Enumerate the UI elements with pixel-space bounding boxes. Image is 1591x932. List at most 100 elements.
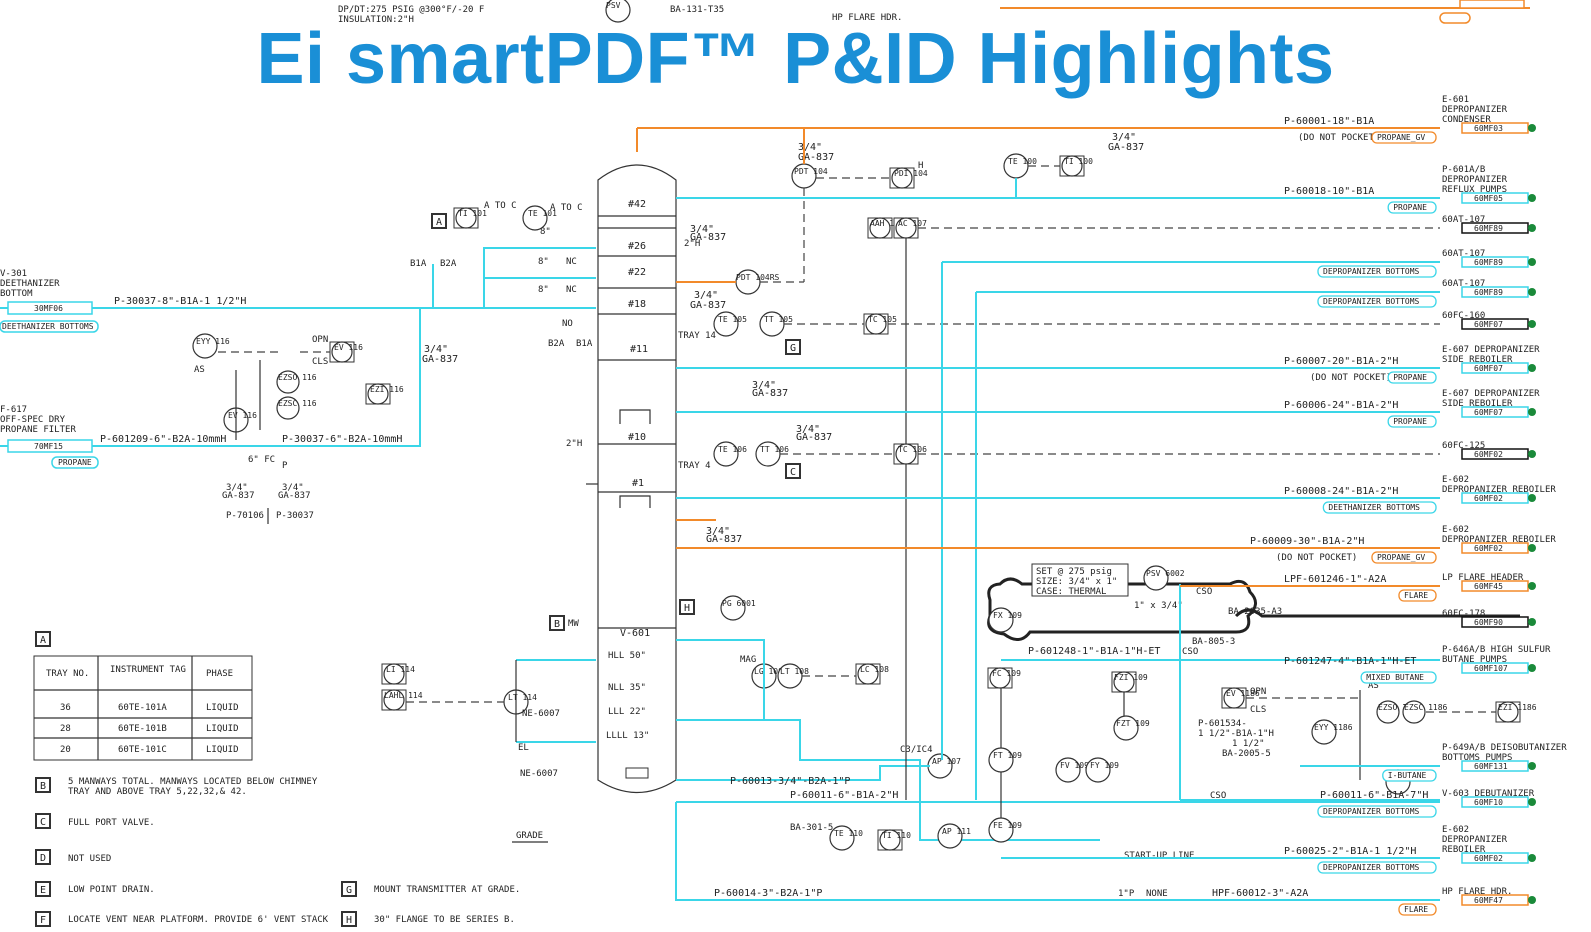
- feed-branch-26: [483, 247, 596, 308]
- ev1186-box-tag: EV 1186: [1226, 689, 1260, 698]
- pdt-34: 3/4": [798, 142, 822, 153]
- notes-flag-h: [341, 911, 357, 927]
- ti101-tag: TI 101: [458, 209, 487, 218]
- pdt104rs-tag: PDT 104RS: [736, 273, 780, 282]
- ne6007-label-2: NE-6007: [522, 709, 560, 719]
- dest-text-10-0: E-602: [1442, 525, 1469, 535]
- conn-text-3: 60MF89: [1474, 258, 1503, 267]
- conn-dot-5: [1528, 320, 1536, 328]
- note-g: MOUNT TRANSMITTER AT GRADE.: [374, 885, 520, 895]
- notes-flag-g: [341, 881, 357, 897]
- line-60013-label: P-60013-3/4"-B2A-1"P: [730, 776, 850, 787]
- f617-l1: F-617: [0, 405, 27, 415]
- flag-c-mid-text: C: [790, 467, 796, 478]
- ba2035-label: BA-2035-A3: [1228, 607, 1282, 617]
- notes-flag-f: [35, 911, 51, 927]
- tt-r1c0: 28: [60, 724, 71, 734]
- note-d: NOT USED: [68, 854, 111, 864]
- dest-text-2-0: 60AT-107: [1442, 215, 1485, 225]
- tray-18: #18: [628, 299, 646, 310]
- flag-a-top: [431, 213, 447, 229]
- tt-r2c0: 20: [60, 745, 71, 755]
- dest-text-14-1: BOTTOMS PUMPS: [1442, 753, 1512, 763]
- pill-deeth-text: DEETHANIZER BOTTOMS: [2, 322, 94, 331]
- tc106: [895, 443, 917, 465]
- b1a-label-2: B1A: [576, 339, 593, 349]
- conn-dot-9: [1528, 494, 1536, 502]
- line-label-17: HPF-60012-3"-A2A: [1212, 888, 1308, 899]
- tt-r0c1: 60TE-101A: [118, 703, 167, 713]
- f617-l3: PROPANE FILTER: [0, 425, 76, 435]
- conn-dot-8: [1528, 450, 1536, 458]
- h2-label-2: 2"H: [684, 239, 700, 249]
- ac107-tag: AC 107: [898, 219, 927, 228]
- te105: [713, 311, 739, 337]
- ap111-tag: AP 111: [942, 827, 971, 836]
- flare-cloud: [987, 577, 1257, 641]
- pdtrs-ga837: GA-837: [690, 300, 726, 311]
- one-x-34-label: 1" x 3/4": [1134, 601, 1183, 611]
- flag-b-text: B: [554, 619, 560, 630]
- set-l1: SET @ 275 psig: [1036, 567, 1112, 577]
- conn-dot-4: [1528, 288, 1536, 296]
- dest-text-9-0: E-602: [1442, 475, 1469, 485]
- top-line-label: BA-131-T35: [670, 5, 724, 15]
- v-ga837-e: GA-837: [1108, 142, 1144, 153]
- ev116-tag-2: EV 116: [228, 411, 257, 420]
- hll-label: HLL 50": [608, 651, 646, 661]
- tt-r2c1: 60TE-101C: [118, 745, 167, 755]
- pill-1: [1387, 201, 1437, 214]
- flag-h-mid-text: H: [684, 603, 690, 614]
- dest-text-6-1: SIDE REBOILER: [1442, 355, 1513, 365]
- lt114-tag: LT 114: [508, 693, 537, 702]
- lc108: [857, 663, 879, 685]
- lt108-tag: LT 108: [780, 667, 809, 676]
- line-60011-label: P-60011-6"-B1A-2"H: [790, 790, 898, 801]
- v-34-d: 3/4": [706, 526, 730, 537]
- line-label-16: P-60025-2"-B1A-1 1/2"H: [1284, 846, 1416, 857]
- fv-34-2: 3/4": [226, 483, 248, 493]
- line-sub-6: (DO NOT POCKET): [1310, 373, 1391, 383]
- fc109-tag: FC 109: [992, 669, 1021, 678]
- conn-text-12: 60MF90: [1474, 618, 1503, 627]
- conn-text-14: 60MF131: [1474, 762, 1508, 771]
- note-e: LOW POINT DRAIN.: [68, 885, 155, 895]
- conn-dot-17: [1528, 896, 1536, 904]
- tray-42: #42: [628, 199, 646, 210]
- conn-text-13: 60MF107: [1474, 664, 1508, 673]
- pdi104: [891, 167, 913, 189]
- ev1186-box: [1223, 687, 1245, 709]
- conn-text-4: 60MF89: [1474, 288, 1503, 297]
- notes-flag-a: [35, 631, 51, 647]
- cso-2: CSO: [1182, 647, 1198, 657]
- flag-a-top-text: A: [436, 217, 442, 228]
- conn-dot-12: [1528, 618, 1536, 626]
- column-v601: [597, 127, 1440, 794]
- fzt109: [1113, 715, 1139, 741]
- ezso1186-tag: EZSO 1186: [1378, 703, 1422, 712]
- tt-h0: TRAY NO.: [46, 669, 89, 679]
- fc6-label: 6" FC: [248, 455, 275, 465]
- tray-26: #26: [628, 241, 646, 252]
- line-601248-label: P-601248-1"-B1A-1"H-ET: [1028, 646, 1160, 657]
- top-design-text: DP/DT:275 PSIG @300°F/-20 F: [338, 5, 484, 15]
- conn-dot-1: [1528, 194, 1536, 202]
- nc-1: NC: [566, 257, 577, 267]
- atoc-1: A TO C: [484, 201, 517, 211]
- fx109: [988, 607, 1014, 633]
- startup-label: START-UP LINE: [1124, 851, 1194, 861]
- ezsc116: [276, 396, 300, 420]
- pill-16: [1317, 861, 1437, 874]
- tt-r1c2: LIQUID: [206, 724, 239, 734]
- pill-text-16: DEPROPANIZER BOTTOMS: [1323, 863, 1420, 872]
- notes-flag-d: [35, 849, 51, 865]
- top-conn: [1459, 0, 1525, 9]
- pill-10: [1371, 551, 1437, 564]
- note-f: LOCATE VENT NEAR PLATFORM. PROVIDE 6' VE…: [68, 915, 329, 925]
- dest-text-14-0: P-649A/B DEISOBUTANIZER: [1442, 743, 1567, 753]
- te101-bubble: [522, 205, 548, 231]
- mw-label: MW: [568, 619, 579, 629]
- pdt104-tag: PDT 104: [794, 167, 828, 176]
- conn-dot-2: [1528, 224, 1536, 232]
- eyy1186: [1311, 719, 1337, 745]
